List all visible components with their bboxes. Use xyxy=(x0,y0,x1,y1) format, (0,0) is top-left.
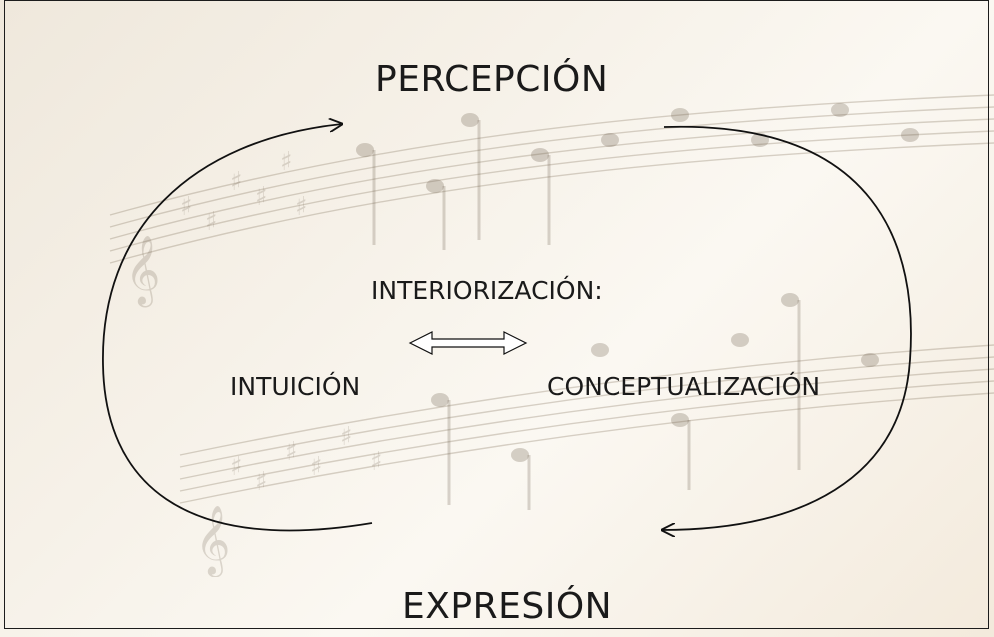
svg-text:♯: ♯ xyxy=(255,182,268,212)
intuition-label: INTUICIÓN xyxy=(230,372,361,401)
note-heads xyxy=(356,103,919,462)
note-stems xyxy=(372,120,801,510)
svg-text:♯: ♯ xyxy=(310,452,323,482)
svg-text:♯: ♯ xyxy=(180,192,193,222)
staff-lower xyxy=(179,344,994,504)
svg-text:♯: ♯ xyxy=(285,437,298,467)
curved-arrow-right-icon xyxy=(662,125,912,530)
svg-text:♯: ♯ xyxy=(205,207,218,237)
svg-text:𝄞: 𝄞 xyxy=(125,235,160,307)
staff-upper xyxy=(109,94,994,264)
expression-label: EXPRESIÓN xyxy=(402,586,613,627)
svg-text:♯: ♯ xyxy=(340,422,353,452)
svg-text:♯: ♯ xyxy=(280,147,293,177)
svg-text:♯: ♯ xyxy=(230,167,243,197)
curved-arrow-left-icon xyxy=(102,124,373,532)
double-arrow-icon xyxy=(408,331,528,355)
svg-text:♯: ♯ xyxy=(255,467,268,497)
sharp-symbols: ♯♯ ♯♯ ♯♯ ♯♯ ♯♯ ♯♯ xyxy=(180,147,383,497)
interiorization-label: INTERIORIZACIÓN: xyxy=(371,276,603,305)
svg-text:♯: ♯ xyxy=(230,452,243,482)
svg-text:♯: ♯ xyxy=(295,192,308,222)
perception-label: PERCEPCIÓN xyxy=(375,59,609,100)
conceptualization-label: CONCEPTUALIZACIÓN xyxy=(547,372,821,401)
svg-text:♯: ♯ xyxy=(370,447,383,477)
